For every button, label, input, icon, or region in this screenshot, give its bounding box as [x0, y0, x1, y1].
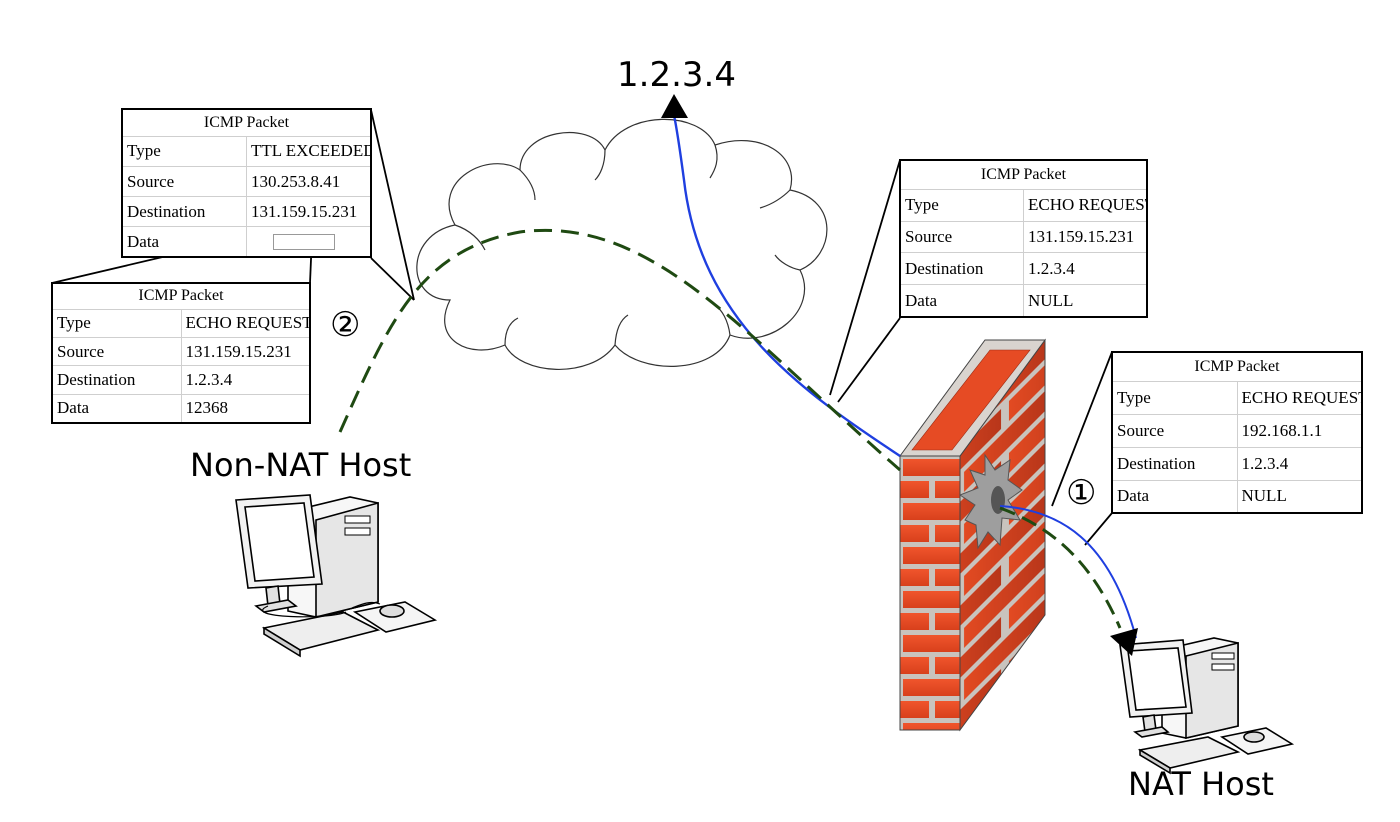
packet-key: Source [1113, 414, 1238, 448]
packet-key: Data [901, 284, 1024, 316]
packet-header: ICMP Packet [980, 165, 1067, 183]
packet-value: 131.159.15.231 [1023, 220, 1146, 253]
packet-key: Destination [1113, 446, 1238, 481]
packet-key: Source [901, 220, 1024, 253]
internet-cloud [416, 118, 828, 370]
packet-value: 1.2.3.4 [1237, 446, 1361, 481]
packet-value: ECHO REQUEST [1023, 188, 1146, 222]
packet-key: Data [123, 226, 247, 256]
non-nat-host-computer-icon [235, 494, 438, 658]
packet-header: ICMP Packet [1194, 358, 1280, 376]
packet-value: TTL EXCEEDED [246, 135, 370, 167]
packet-key: Destination [123, 196, 247, 227]
packet-key: Type [53, 308, 182, 338]
packet-value: 131.159.15.231 [181, 336, 309, 366]
packet-value: NULL [1023, 284, 1146, 316]
nat-host-computer-icon [1119, 637, 1295, 775]
packet-value: ECHO REQUEST [181, 308, 309, 338]
packet-key: Type [1113, 381, 1238, 415]
firewall-icon [899, 338, 1046, 732]
arrowhead-up [661, 94, 688, 118]
step-one-marker: ① [1066, 473, 1097, 513]
packet-key: Source [53, 336, 182, 366]
packet-value: NULL [1237, 479, 1361, 512]
packet-value: 131.159.15.231 [246, 196, 370, 227]
firewall-hole [958, 453, 1023, 550]
packet-key: Data [53, 393, 182, 422]
packet-data-embedded [246, 226, 370, 256]
packet-value: 192.168.1.1 [1237, 414, 1361, 448]
packet-value: 1.2.3.4 [1023, 252, 1146, 285]
packet-header: ICMP Packet [138, 287, 224, 305]
packet-value: ECHO REQUEST [1237, 381, 1361, 415]
packet-value: 12368 [181, 393, 309, 422]
packet-header: ICMP Packet [203, 113, 290, 131]
arrowhead-down [1110, 628, 1138, 656]
packet-value: 1.2.3.4 [181, 365, 309, 395]
packet-key: Type [901, 188, 1024, 222]
packet-key: Destination [901, 252, 1024, 285]
packet-key: Data [1113, 479, 1238, 512]
packet-key: Type [123, 135, 247, 167]
packet-key: Destination [53, 365, 182, 395]
nat-host-label: NAT Host [1128, 765, 1274, 803]
non-nat-host-label: Non-NAT Host [190, 446, 412, 484]
packet-value: 130.253.8.41 [246, 166, 370, 197]
step-two-marker: ② [330, 305, 361, 345]
ttl-exceeded-path-green [338, 228, 1138, 656]
packet-key: Source [123, 166, 247, 197]
destination-ip-label: 1.2.3.4 [617, 55, 736, 95]
